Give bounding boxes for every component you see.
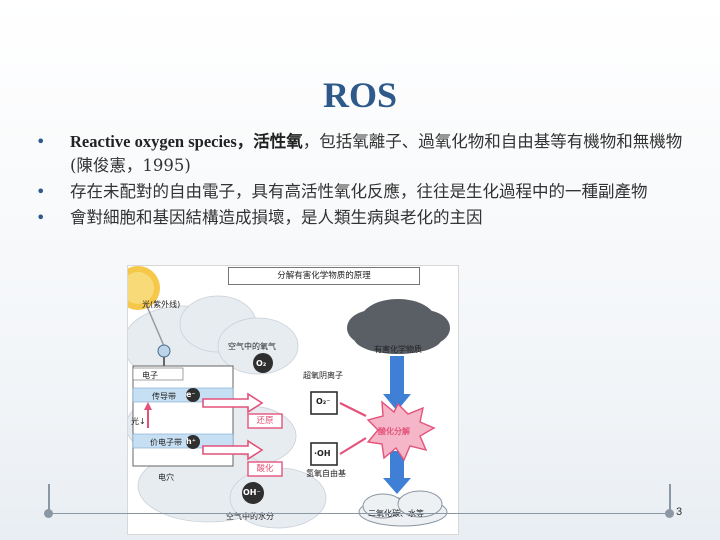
bullet-item: • 存在未配對的自由電子，具有高活性氧化反應，往往是生化過程中的一種副產物 — [32, 180, 692, 204]
bullet-bold-text: 活性氧 — [253, 132, 303, 151]
o2-symbol: O₂ — [256, 359, 267, 368]
electron-label: 电子 — [142, 371, 158, 380]
bullet-item: • Reactive oxygen species，活性氧，包括氧離子、過氧化物… — [32, 130, 692, 178]
decompose-label: 酸化分解 — [378, 427, 410, 436]
hole-symbol: h⁺ — [186, 437, 196, 446]
hole-label: 电穴 — [158, 473, 174, 482]
page-number: 3 — [676, 506, 683, 518]
oxidize-arrow — [202, 439, 264, 461]
bullet-latin-text: Reactive oxygen species， — [70, 132, 254, 151]
harmful-cloud-icon — [347, 299, 450, 354]
harmful-label: 有害化学物质 — [374, 345, 422, 354]
frame-line-left — [48, 484, 50, 514]
valence-band-label: 价电子带 — [150, 438, 182, 447]
bullet-list: • Reactive oxygen species，活性氧，包括氧離子、過氧化物… — [32, 130, 692, 232]
hydroxyl-symbol: ·OH — [314, 449, 331, 458]
valence-band — [132, 433, 234, 449]
probe-bulb-icon — [157, 344, 171, 358]
reduce-arrow — [202, 392, 264, 414]
figure-title: 分解有害化学物质的原理 — [228, 267, 420, 285]
bullet-rest-text: ，包括氧離子、過氧化物和自由基等有機物和無機物(陳俊憲，1995) — [70, 132, 683, 175]
frame-dot-right — [665, 509, 674, 518]
hydroxyl-label: 氢氧自由基 — [306, 469, 346, 478]
bullet-text: 存在未配對的自由電子，具有高活性氧化反應，往往是生化過程中的一種副產物 — [70, 182, 648, 201]
superoxide-label: 超氧阴离子 — [303, 371, 343, 380]
hole-icon — [186, 435, 200, 449]
sun-label: 光(紫外线) — [142, 300, 181, 309]
bullet-marker-icon: • — [36, 132, 46, 151]
reduce-label: 还原 — [256, 416, 274, 426]
oh-minus-symbol: OH⁻ — [243, 488, 261, 497]
bullet-marker-icon: • — [36, 182, 46, 201]
reduce-box — [247, 413, 283, 429]
electron-icon — [186, 388, 200, 402]
photocatalysis-figure: 分解有害化学物质的原理 光(紫外线) 空气中的氧气 O₂ 超氧阴离子 O₂⁻ 电… — [127, 265, 459, 535]
electron-symbol: e⁻ — [186, 390, 196, 399]
water-label: 空气中的水分 — [226, 512, 274, 521]
oxidize-label: 酸化 — [256, 464, 274, 474]
superoxide-icon — [310, 391, 338, 415]
frame-line-bottom — [48, 513, 670, 514]
result-cloud-icon — [358, 490, 448, 527]
o2-icon — [253, 353, 273, 373]
decompose-burst-icon — [366, 400, 436, 462]
down-arrow — [390, 356, 404, 396]
o2-air-label: 空气中的氧气 — [228, 342, 276, 351]
sun-icon — [128, 266, 160, 310]
oh-minus-icon — [242, 482, 264, 504]
frame-dot-left — [44, 509, 53, 518]
bullet-item: • 會對細胞和基因結構造成損壞，是人類生病與老化的主因 — [32, 206, 692, 230]
bullet-text: 會對細胞和基因結構造成損壞，是人類生病與老化的主因 — [70, 208, 483, 227]
oxidize-box — [247, 461, 283, 477]
slide-title: ROS — [322, 75, 398, 115]
light-ray — [145, 303, 165, 347]
frame-line-right — [669, 484, 671, 514]
conduction-band-label: 传导带 — [152, 392, 176, 401]
light-label: 光↓ — [131, 417, 146, 426]
bullet-marker-icon: • — [36, 208, 46, 227]
hydroxyl-icon — [310, 442, 338, 466]
superoxide-symbol: O₂⁻ — [316, 397, 331, 406]
